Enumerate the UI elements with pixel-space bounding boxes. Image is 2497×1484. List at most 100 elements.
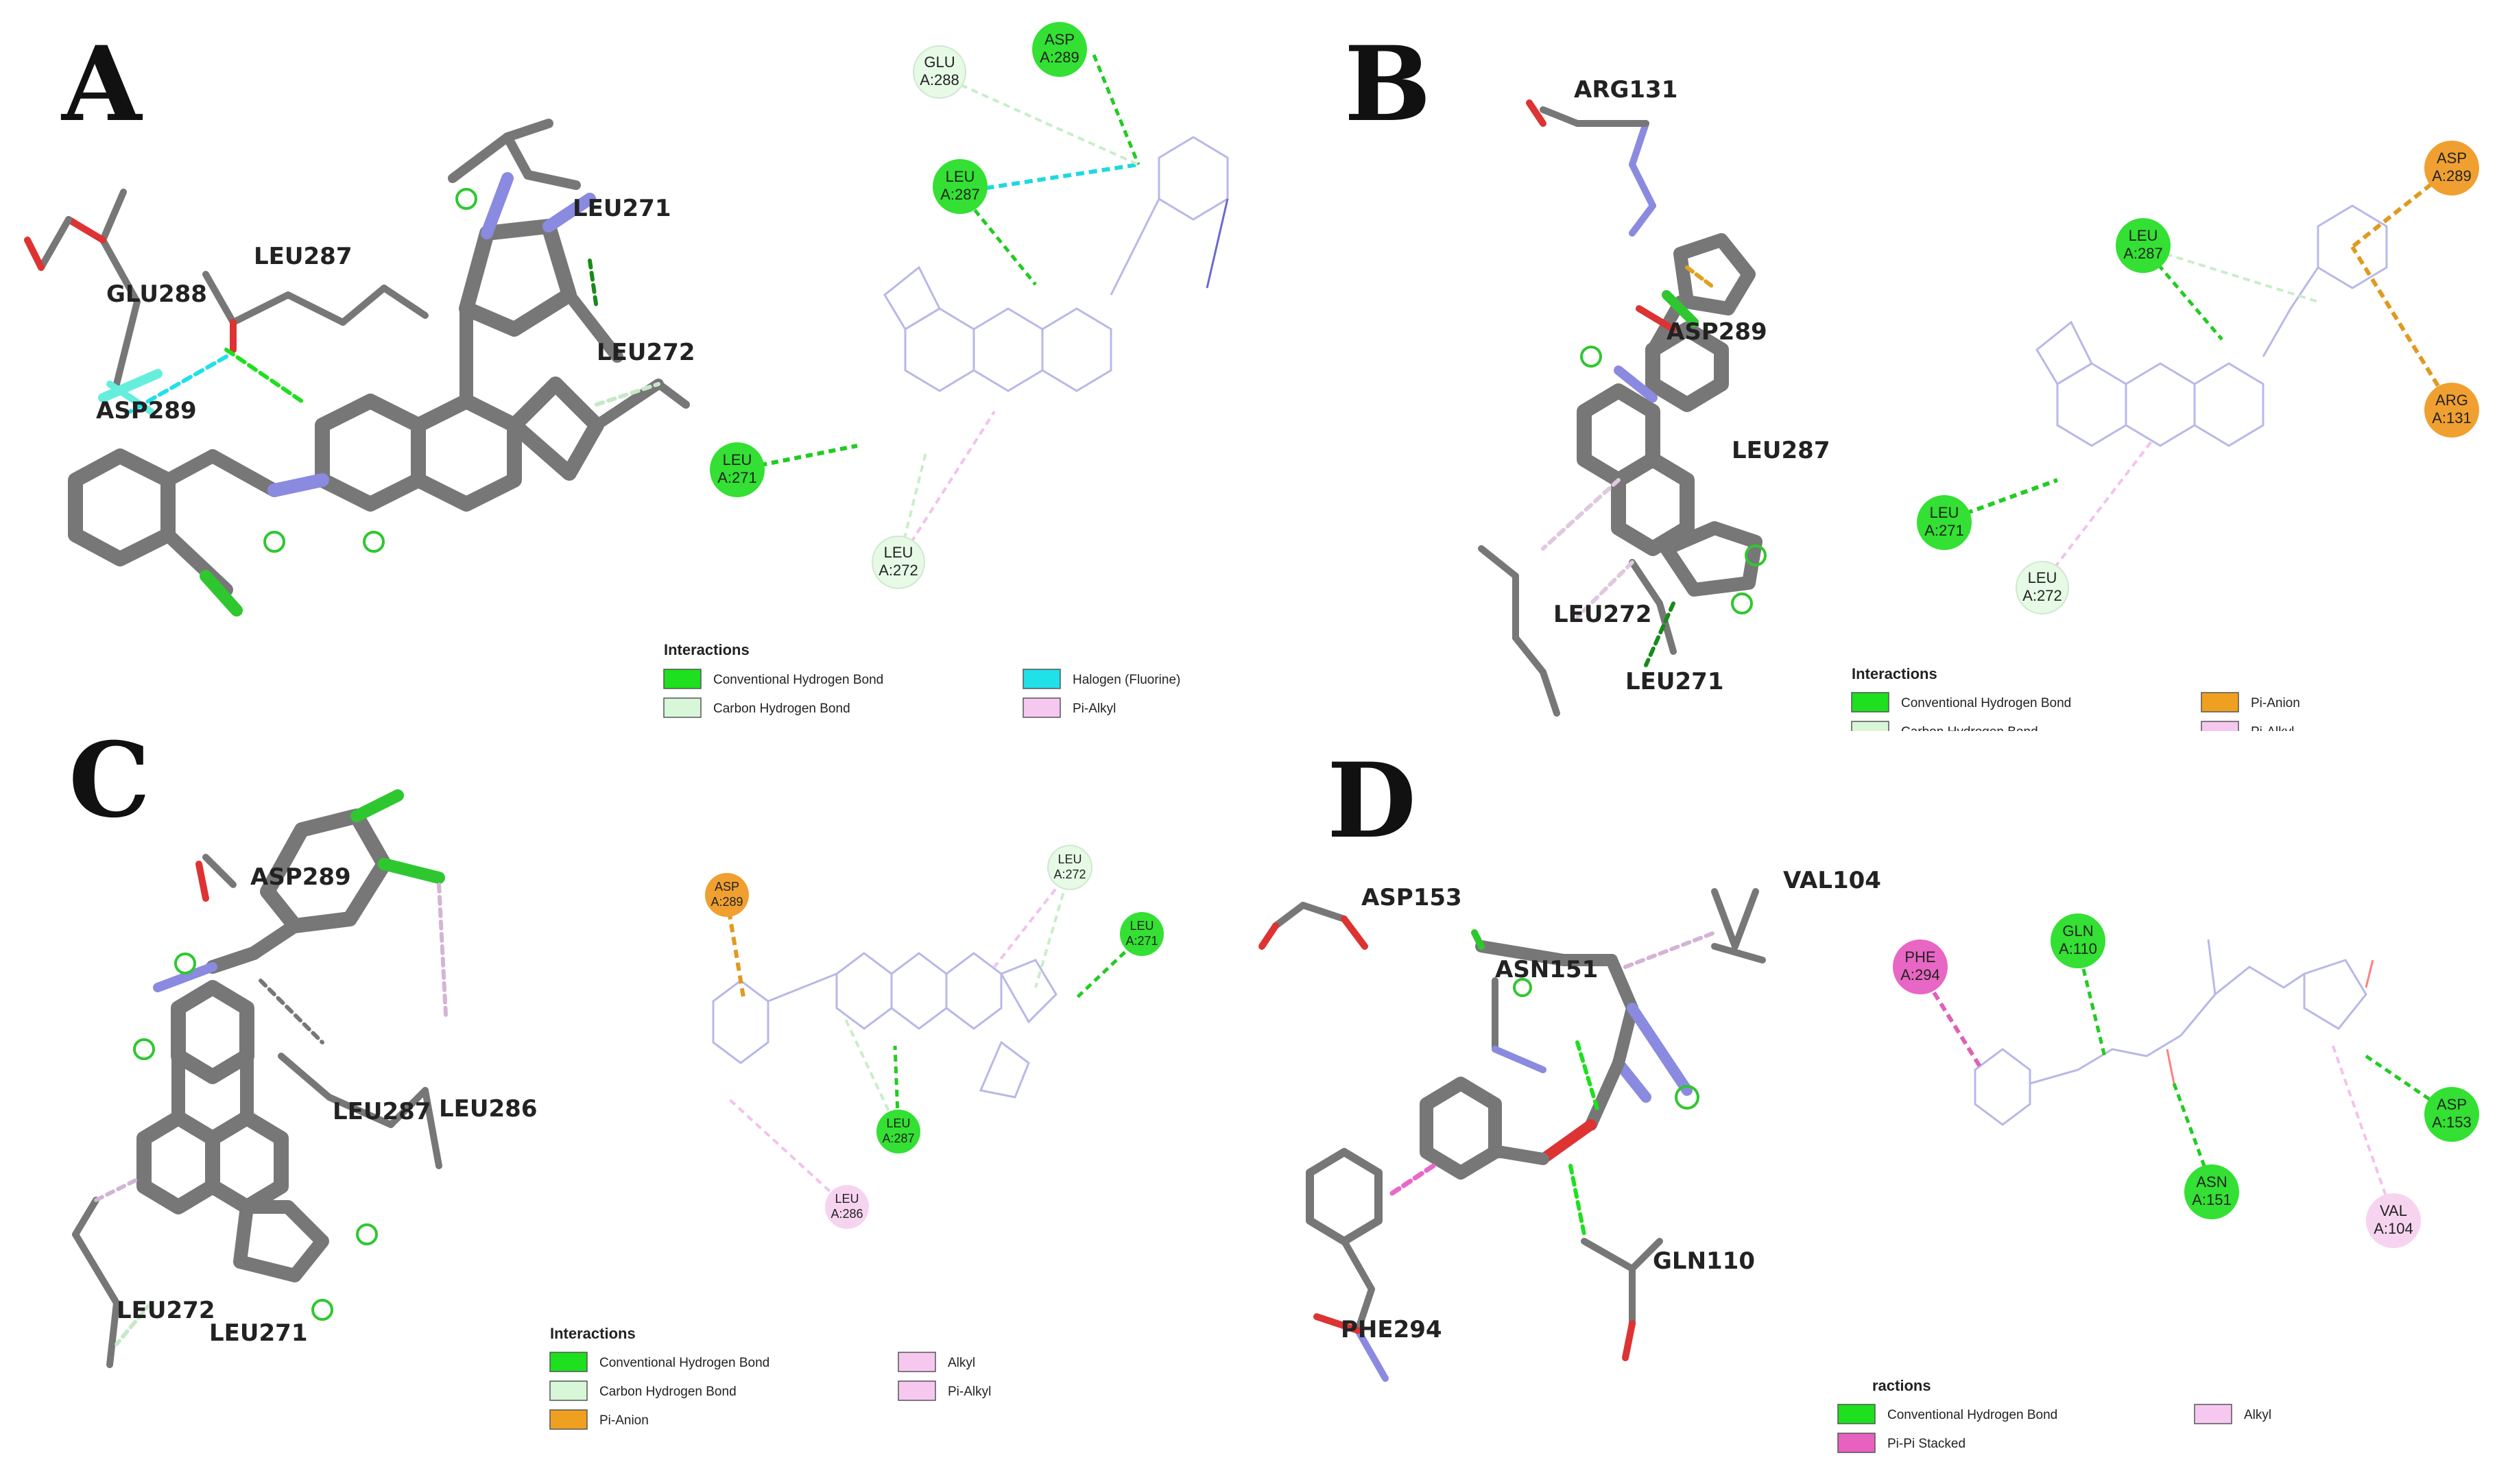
svg-text:A:104: A:104: [2374, 1220, 2413, 1237]
svg-text:ASP: ASP: [1044, 31, 1075, 48]
svg-text:LEU: LEU: [946, 168, 975, 185]
svg-text:A:271: A:271: [1924, 522, 1964, 539]
panel-c-letter: C: [69, 720, 150, 841]
svg-text:Conventional Hydrogen Bond: Conventional Hydrogen Bond: [713, 673, 883, 687]
svg-text:A:286: A:286: [831, 1207, 863, 1221]
panel-d-residue-label: PHE294: [1341, 1316, 1442, 1343]
svg-text:Pi-Alkyl: Pi-Alkyl: [1073, 702, 1116, 716]
panel-b-interaction-line: [2142, 246, 2223, 341]
panel-a-interaction-line: [939, 74, 1139, 166]
panel-c-residue-label: LEU286: [439, 1095, 537, 1123]
panel-a-residue-label: GLU288: [106, 280, 207, 308]
svg-text:A:151: A:151: [2192, 1191, 2232, 1208]
panel-a-interaction-line: [897, 410, 996, 564]
panel-b-interaction-line: [1943, 478, 2059, 523]
svg-text:A:289: A:289: [710, 895, 743, 909]
residue-node: LEU A:286: [825, 1185, 869, 1229]
legend-item: Pi-Pi Stacked: [1837, 1433, 1966, 1453]
panel-c-residue-label: LEU272: [117, 1297, 215, 1324]
panel-a: A: [24, 22, 1229, 718]
panel-a-interaction-line: [897, 452, 927, 563]
svg-text:ASP: ASP: [715, 880, 739, 894]
residue-node: ASP A:289: [705, 873, 749, 917]
panel-b-residue-label: ASP289: [1666, 318, 1767, 346]
svg-text:ASN: ASN: [2196, 1173, 2227, 1190]
legend-item: Pi-Alkyl: [1023, 697, 1116, 718]
svg-text:Pi-Alkyl: Pi-Alkyl: [948, 1385, 991, 1399]
svg-text:A:272: A:272: [2022, 587, 2062, 604]
residue-node: LEU A:272: [872, 536, 925, 589]
panel-d-3d-structure: [1258, 888, 1766, 1382]
svg-text:LEU: LEU: [884, 544, 913, 561]
svg-text:LEU: LEU: [886, 1116, 910, 1130]
svg-text:A:271: A:271: [1125, 934, 1158, 948]
panel-d-interaction-line: [2172, 1083, 2214, 1187]
svg-text:LEU: LEU: [1130, 919, 1154, 933]
legend-title: ractions: [1872, 1377, 1931, 1394]
panel-a-residue-label: ASP289: [96, 397, 197, 424]
panel-a-letter: A: [60, 24, 143, 145]
svg-text:A:287: A:287: [882, 1132, 914, 1145]
svg-text:LEU: LEU: [1930, 504, 1959, 521]
panel-d-2d-diagram: PHE A:294 GLN A:110 ASP A:153 ASN A:151 …: [1893, 913, 2479, 1248]
svg-text:Halogen (Fluorine): Halogen (Fluorine): [1073, 673, 1180, 687]
residue-node: ASP A:289: [1032, 22, 1087, 77]
panel-b-residue-label: LEU287: [1732, 437, 1830, 464]
svg-text:A:110: A:110: [2059, 940, 2097, 957]
panel-a-residue-label: LEU272: [597, 339, 695, 366]
panel-a-residue-label: LEU287: [254, 243, 352, 270]
svg-text:LEU: LEU: [723, 451, 752, 468]
svg-text:Carbon Hydrogen Bond: Carbon Hydrogen Bond: [599, 1385, 737, 1399]
legend-item: Pi-Anion: [2201, 692, 2300, 713]
residue-node: LEU A:287: [876, 1110, 920, 1153]
residue-node: LEU A:271: [1120, 912, 1164, 956]
panel-d-interaction-line: [2330, 1042, 2395, 1218]
svg-text:Alkyl: Alkyl: [2244, 1408, 2271, 1422]
panel-a-interaction-line: [959, 163, 1139, 194]
panel-c-legend: Interactions Conventional Hydrogen Bond …: [549, 1325, 991, 1430]
panel-b-residue-label: LEU271: [1625, 668, 1723, 695]
panel-b-residue-label: LEU272: [1553, 601, 1651, 628]
residue-node: VAL A:104: [2366, 1193, 2421, 1248]
legend-item: Conventional Hydrogen Bond: [1837, 1404, 2057, 1424]
legend-item: Alkyl: [898, 1352, 975, 1372]
legend-item: Alkyl: [2194, 1404, 2271, 1424]
svg-text:GLU: GLU: [924, 53, 955, 71]
svg-text:A:287: A:287: [2123, 245, 2163, 262]
panel-d-interaction-line: [2076, 946, 2107, 1060]
svg-text:A:287: A:287: [940, 186, 980, 203]
svg-text:Pi-Anion: Pi-Anion: [599, 1413, 649, 1428]
residue-node: ASP A:289: [2424, 141, 2479, 195]
svg-text:A:289: A:289: [2432, 167, 2472, 184]
panel-b-interaction-line: [2039, 438, 2155, 588]
svg-text:A:272: A:272: [1053, 867, 1086, 881]
svg-text:LEU: LEU: [2028, 569, 2057, 586]
panel-d-letter: D: [1327, 741, 1416, 861]
panel-d-legend: ractions Conventional Hydrogen Bond Alky…: [1837, 1377, 2271, 1453]
svg-text:ASP: ASP: [2437, 1096, 2467, 1113]
svg-text:LEU: LEU: [2129, 227, 2158, 244]
svg-text:A:289: A:289: [1040, 49, 1079, 66]
panel-a-ligand-skeleton: [883, 136, 1229, 392]
panel-b-2d-diagram: ASP A:289 LEU A:287 ARG A:131 LEU A:271 …: [1917, 141, 2479, 614]
residue-node: LEU A:272: [1047, 845, 1092, 890]
svg-text:Pi-Pi Stacked: Pi-Pi Stacked: [1887, 1437, 1966, 1451]
panel-d-residue-label: ASN151: [1495, 956, 1598, 983]
panel-a-residue-label: LEU271: [573, 195, 671, 222]
panel-a-interaction-line: [737, 444, 858, 472]
svg-text:A:288: A:288: [920, 71, 959, 88]
panel-c-interaction-line: [1034, 870, 1071, 988]
svg-text:ASP: ASP: [2437, 149, 2467, 167]
svg-text:LEU: LEU: [1058, 852, 1082, 866]
svg-text:Pi-Anion: Pi-Anion: [2251, 696, 2300, 710]
legend-item: Pi-Anion: [549, 1409, 649, 1430]
panel-b-interaction-line: [2350, 246, 2454, 409]
svg-text:LEU: LEU: [835, 1192, 859, 1206]
legend-item: Halogen (Fluorine): [1023, 669, 1180, 689]
legend-item: Pi-Alkyl: [898, 1380, 991, 1401]
panel-b: B: [1344, 24, 2479, 758]
legend-title: Interactions: [664, 641, 750, 658]
svg-text:Conventional Hydrogen Bond: Conventional Hydrogen Bond: [1901, 696, 2071, 710]
panel-a-2d-diagram: GLU A:288 ASP A:289 LEU A:287 LEU A:271 …: [710, 22, 1229, 589]
